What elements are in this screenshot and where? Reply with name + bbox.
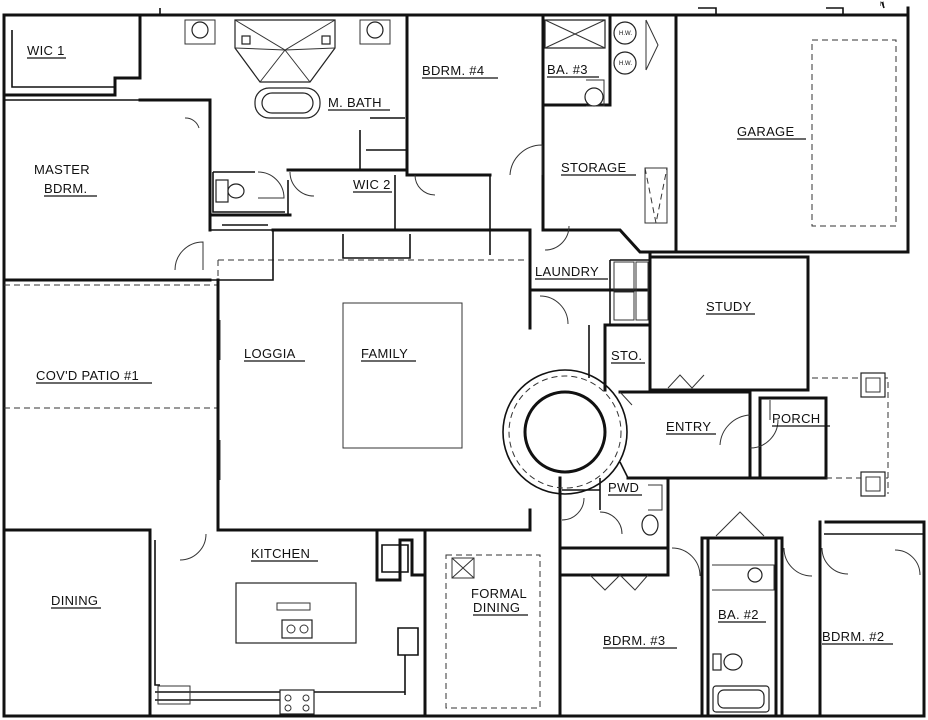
label-loggia: LOGGIA — [244, 346, 296, 361]
north-mark: N — [880, 2, 884, 8]
label-laundry: LAUNDRY — [535, 264, 599, 279]
label-sto: STO. — [611, 348, 642, 363]
label-ba2: BA. #2 — [718, 607, 759, 622]
room-labels: WIC 1 M. BATH BDRM. #4 BA. #3 GARAGE MAS… — [27, 2, 893, 649]
label-pwd: PWD — [608, 480, 639, 495]
label-bdrm3: BDRM. #3 — [603, 633, 665, 648]
label-formal-line2: DINING — [473, 600, 520, 615]
label-heater-2: H.W. — [619, 61, 632, 67]
label-m-bath: M. BATH — [328, 95, 382, 110]
label-wic2: WIC 2 — [353, 177, 391, 192]
label-bdrm4: BDRM. #4 — [422, 63, 484, 78]
label-heater-1: H.W. — [619, 31, 632, 37]
label-wic1: WIC 1 — [27, 43, 65, 58]
label-formal-line1: FORMAL — [471, 586, 527, 601]
label-porch: PORCH — [772, 411, 820, 426]
fixtures — [157, 19, 897, 715]
doors — [174, 117, 921, 591]
label-storage: STORAGE — [561, 160, 626, 175]
label-dining: DINING — [51, 593, 98, 608]
interior-walls — [2, 13, 924, 718]
label-master-line2: BDRM. — [44, 181, 87, 196]
label-entry: ENTRY — [666, 419, 711, 434]
label-kitchen: KITCHEN — [251, 546, 310, 561]
label-bdrm2: BDRM. #2 — [822, 629, 884, 644]
label-covd-patio: COV'D PATIO #1 — [36, 368, 139, 383]
label-master-line1: MASTER — [34, 162, 90, 177]
label-garage: GARAGE — [737, 124, 794, 139]
label-study: STUDY — [706, 299, 752, 314]
label-family: FAMILY — [361, 346, 408, 361]
label-ba3: BA. #3 — [547, 62, 588, 77]
